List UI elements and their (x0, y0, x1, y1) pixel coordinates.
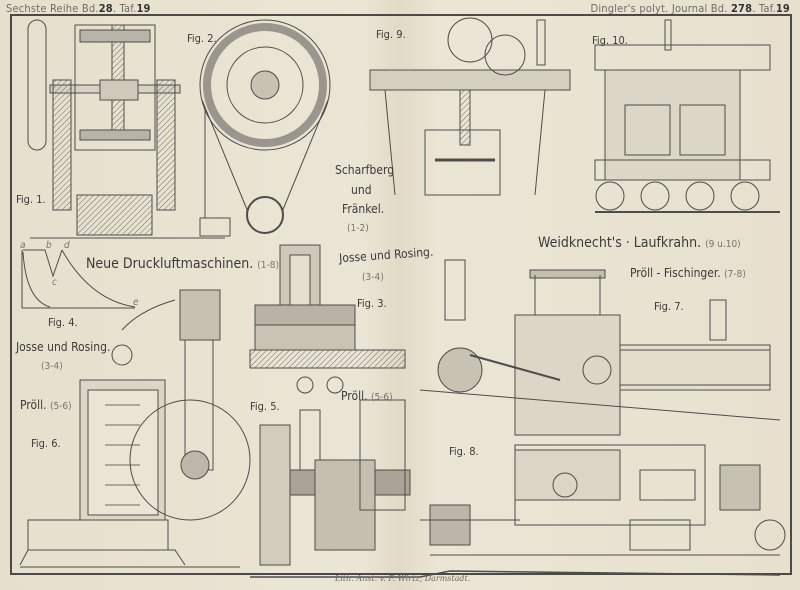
author-josse-top-range: (3-4) (362, 272, 384, 283)
author-fraenkel: Fränkel. (342, 202, 385, 216)
fig7-label: Fig. 7. (654, 300, 684, 313)
fig2-drawing (199, 19, 331, 237)
author-proell-left: Pröll. (5-6) (20, 398, 72, 412)
author-proell-mid-range: (5-6) (370, 392, 393, 403)
fig5-drawing (259, 376, 411, 566)
author-weidknecht-range: (9 u.10) (705, 239, 741, 250)
fig2-label: Fig. 2. (187, 32, 217, 45)
author-josse-left-range: (3-4) (41, 361, 63, 372)
fig6-drawing (19, 289, 251, 568)
fig1-drawing (27, 19, 225, 239)
header-right: Dingler's polyt. Journal Bd. 278. Taf.19 (591, 2, 791, 15)
header-right-plate: 19 (775, 2, 790, 15)
author-proell-fischinger: Pröll - Fischinger. (7-8) (630, 266, 746, 280)
author-weidknecht-name: Weidknecht's · Laufkrahn. (538, 235, 702, 251)
header-left-prefix: Sechste Reihe Bd. (6, 2, 99, 15)
point-e-label: e (133, 297, 139, 308)
point-a-label: a (20, 240, 26, 251)
author-proell-left-name: Pröll. (20, 398, 47, 412)
fig1-label: Fig. 1. (16, 193, 46, 206)
main-title-range: (1-8) (257, 260, 279, 271)
author-proell-fischinger-name: Pröll - Fischinger. (630, 266, 721, 280)
header-left-sep: . Taf. (112, 2, 137, 15)
header-left-plate: 19 (136, 2, 151, 15)
author-scharfberg: Scharfberg (335, 163, 395, 177)
author-proell-fischinger-range: (7-8) (724, 269, 746, 280)
header-right-prefix: Dingler's polyt. Journal Bd. (590, 2, 728, 15)
author-weidknecht: Weidknecht's · Laufkrahn. (9 u.10) (538, 235, 741, 251)
fig8-drawing (250, 444, 786, 578)
author-proell-mid-name: Pröll. (341, 389, 368, 403)
fig3-drawing (249, 244, 406, 369)
lithographer-credit: Lith. Anst. v. F. Wirtz, Darmstadt. (335, 574, 471, 583)
main-title-text: Neue Druckluftmaschinen. (86, 256, 254, 272)
author-scharfberg-range: (1-2) (347, 223, 369, 234)
fig10-label: Fig. 10. (592, 34, 628, 47)
fig7-drawing (419, 259, 781, 436)
point-d-label: d (64, 240, 70, 251)
header-right-sep: . Taf. (752, 2, 776, 15)
author-proell-mid: Pröll. (5-6) (341, 389, 393, 403)
point-b-label: b (46, 240, 52, 251)
fig9-label: Fig. 9. (376, 28, 406, 41)
point-c-label: c (52, 277, 57, 288)
fig9-drawing (369, 17, 571, 196)
fig5-label: Fig. 5. (250, 400, 280, 413)
fig10-drawing (594, 19, 780, 213)
fig3-label: Fig. 3. (357, 297, 387, 310)
fig4-pv-diagram (21, 249, 136, 309)
main-title: Neue Druckluftmaschinen. (1-8) (86, 256, 279, 272)
fig6-label: Fig. 6. (31, 437, 61, 450)
author-proell-left-range: (5-6) (49, 401, 72, 412)
fig4-label: Fig. 4. (48, 316, 78, 329)
plate-border (10, 14, 792, 575)
author-josse-left: Josse und Rosing. (16, 340, 111, 354)
fig8-label: Fig. 8. (449, 445, 479, 458)
header-left: Sechste Reihe Bd.28. Taf.19 (6, 2, 151, 15)
author-und: und (351, 183, 372, 197)
header-right-volume: 278 (730, 2, 753, 15)
header-left-volume: 28 (98, 2, 113, 15)
